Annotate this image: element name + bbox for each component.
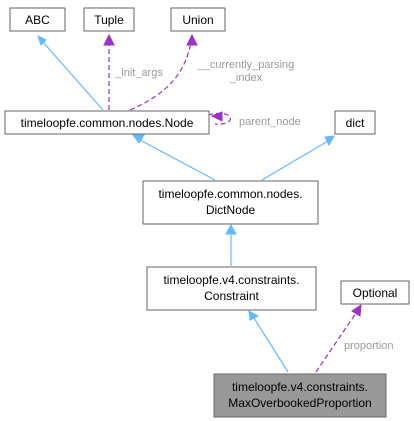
node-dictnode[interactable]: timeloopfe.common.nodes. DictNode — [142, 180, 319, 225]
node-dictnode-label-line1: timeloopfe.common.nodes. — [158, 187, 302, 201]
node-focus-label-line1: timeloopfe.v4.constraints. — [232, 380, 368, 394]
edge-dictnode-to-node — [139, 139, 216, 181]
node-dict-label: dict — [346, 116, 365, 130]
edge-focus-to-constraint — [253, 317, 289, 373]
edge-focus-to-optional — [315, 312, 357, 373]
edge-label-currently-parsing-line2: _index — [229, 72, 263, 84]
edge-node-self-loop — [207, 112, 232, 125]
node-optional-label: Optional — [353, 286, 398, 300]
edge-dictnode-to-dict — [261, 140, 329, 181]
node-union[interactable]: Union — [170, 7, 226, 32]
edge-node-to-union — [129, 41, 192, 111]
edge-node-to-abc — [41, 40, 104, 111]
arrowhead-optional — [351, 304, 362, 317]
node-dict[interactable]: dict — [334, 110, 376, 135]
node-timeloopfe-node[interactable]: timeloopfe.common.nodes.Node — [4, 110, 210, 135]
arrowhead-abc — [37, 35, 47, 46]
node-max-overbooked-proportion[interactable]: timeloopfe.v4.constraints. MaxOverbooked… — [213, 373, 387, 418]
node-abc-label: ABC — [25, 13, 50, 27]
node-constraint-label-line1: timeloopfe.v4.constraints. — [163, 273, 299, 287]
node-dictnode-label-line2: DictNode — [206, 203, 256, 217]
edge-label-currently-parsing-line1: __currently_parsing — [197, 59, 295, 71]
node-abc[interactable]: ABC — [9, 7, 66, 32]
node-tuple[interactable]: Tuple — [83, 7, 135, 32]
arrowhead-union — [186, 33, 198, 46]
node-union-label: Union — [182, 13, 213, 27]
node-focus-label-line2: MaxOverbookedProportion — [228, 396, 371, 410]
edge-label-parent-node: parent_node — [239, 116, 301, 128]
edge-label-init-args: _init_args — [114, 67, 163, 79]
node-timeloopfe-node-label: timeloopfe.common.nodes.Node — [21, 116, 194, 130]
arrowhead-self-loop — [210, 111, 223, 122]
node-constraint[interactable]: timeloopfe.v4.constraints. Constraint — [146, 266, 317, 311]
arrowhead-dict — [324, 135, 335, 147]
node-constraint-label-line2: Constraint — [204, 289, 259, 303]
arrowhead-constraint — [248, 310, 260, 321]
arrowhead-dictnode — [225, 223, 237, 235]
node-tuple-label: Tuple — [94, 13, 124, 27]
arrowhead-tuple — [103, 33, 115, 46]
arrowhead-node — [132, 134, 145, 144]
edge-label-proportion: proportion — [344, 340, 394, 352]
node-optional[interactable]: Optional — [340, 280, 410, 305]
